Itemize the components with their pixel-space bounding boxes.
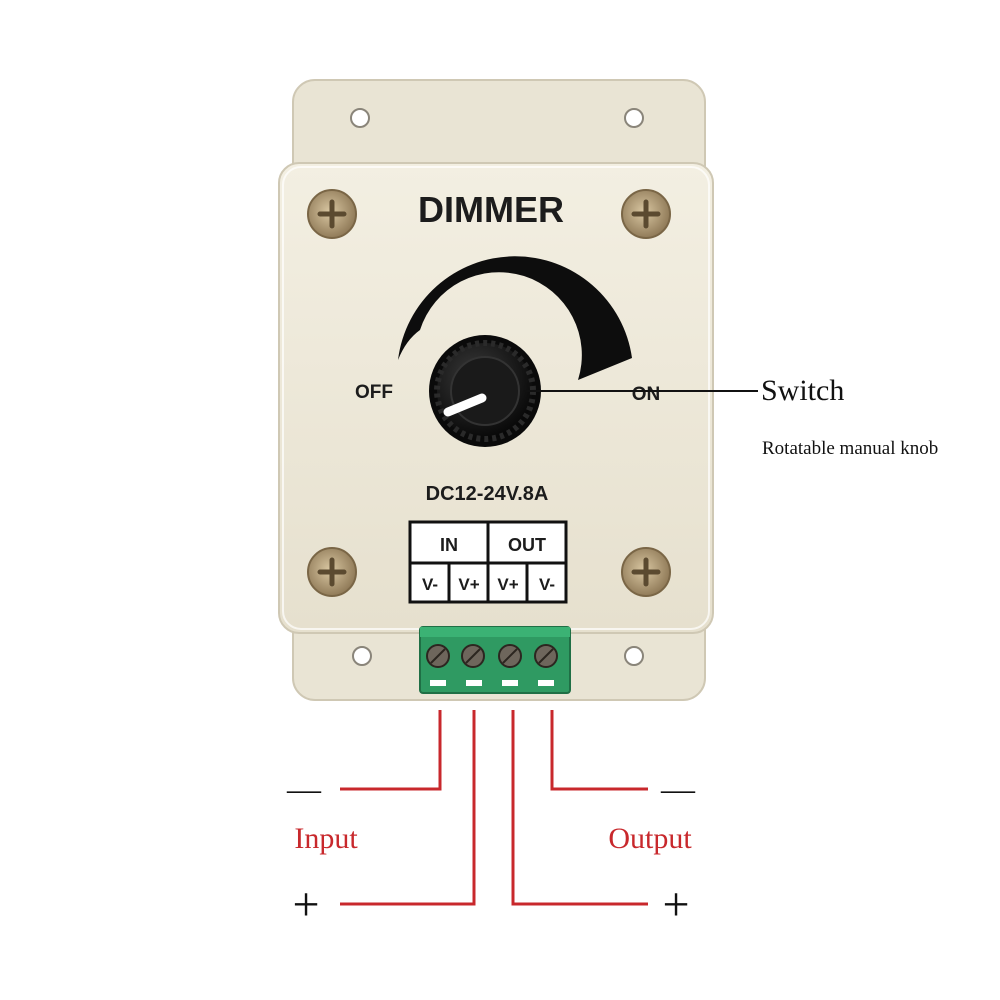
terminal-screw-2 (461, 644, 485, 668)
screw-top-left (307, 189, 357, 239)
terminal-group-out: OUT (508, 535, 546, 555)
terminal-pin-3: V+ (497, 575, 518, 594)
wiring-lines (340, 710, 648, 906)
switch-label: Switch (761, 374, 844, 407)
mount-hole-top-left (350, 108, 370, 128)
knob-indicator (443, 393, 487, 417)
input-plus-symbol: + (292, 878, 319, 931)
on-label: ON (632, 384, 661, 405)
dimmer-title: DIMMER (418, 189, 564, 230)
wire-output-minus (550, 710, 648, 791)
output-minus-symbol: — (660, 771, 696, 808)
terminal-screw-3 (498, 644, 522, 668)
output-label: Output (608, 822, 692, 855)
screw-top-right (621, 189, 671, 239)
wire-output-plus (511, 710, 648, 906)
input-label: Input (294, 822, 358, 855)
rating-label: DC12-24V.8A (426, 483, 549, 505)
terminal-group-in: IN (440, 535, 458, 555)
terminal-pin-4: V- (539, 575, 555, 594)
wire-input-plus (340, 710, 476, 906)
terminal-block (419, 626, 571, 694)
brightness-scale-arc (398, 256, 632, 380)
input-minus-symbol: — (286, 771, 322, 808)
mount-hole-top-right (624, 108, 644, 128)
knob-description: Rotatable manual knob (762, 438, 938, 459)
terminal-screw-1 (426, 644, 450, 668)
terminal-label-table: IN OUT V- V+ V+ V- (408, 520, 568, 604)
screw-bottom-right (621, 547, 671, 597)
screw-bottom-left (307, 547, 357, 597)
wire-input-minus (340, 710, 442, 791)
mount-hole-bottom-right (624, 646, 644, 666)
rotary-knob[interactable] (429, 335, 541, 447)
off-label: OFF (355, 382, 393, 403)
terminal-pin-2: V+ (458, 575, 479, 594)
terminal-screw-4 (534, 644, 558, 668)
terminal-pin-1: V- (422, 575, 438, 594)
mount-hole-bottom-left (352, 646, 372, 666)
output-plus-symbol: + (662, 878, 689, 931)
